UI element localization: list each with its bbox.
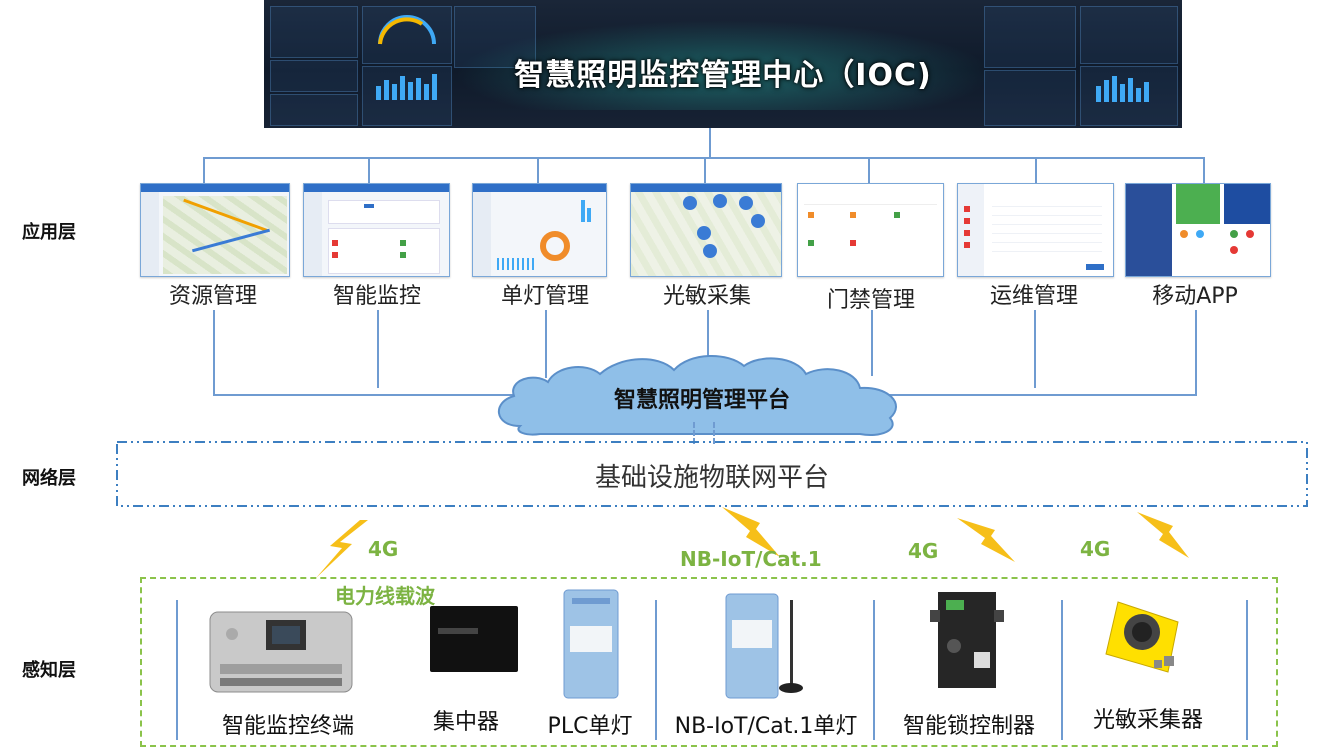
- light-sensor-collector-image: [1105, 601, 1179, 673]
- bar-chart-icon: [1096, 76, 1149, 102]
- device-label-plc: PLC单灯: [547, 714, 633, 739]
- concentrator-image: [430, 606, 518, 672]
- app-label-access: 门禁管理: [826, 288, 916, 313]
- lightning-icon: [1137, 512, 1189, 558]
- lightning-icon: [722, 507, 780, 557]
- network-platform-box: 基础设施物联网平台: [116, 441, 1308, 507]
- device-label-terminal: 智能监控终端: [221, 714, 355, 739]
- link-label-4g-mid: 4G: [908, 539, 939, 563]
- layer-label-application: 应用层: [22, 222, 76, 243]
- app-label-light-sensor: 光敏采集: [662, 284, 752, 309]
- app-thumbnail-maintenance: [957, 183, 1114, 277]
- link-label-4g-left: 4G: [368, 537, 399, 561]
- app-label-single-lamp: 单灯管理: [500, 284, 590, 309]
- link-label-plc: 电力线载波: [335, 584, 435, 608]
- monitoring-terminal-image: [209, 611, 353, 693]
- app-thumbnail-monitoring: [303, 183, 450, 277]
- bar-chart-icon: [376, 74, 437, 100]
- app-label-maintenance: 运维管理: [989, 284, 1079, 309]
- lightning-icon: [316, 520, 368, 578]
- layer-label-network: 网络层: [22, 468, 76, 489]
- platform-label: 智慧照明管理平台: [613, 388, 790, 413]
- perception-area: [140, 577, 1278, 747]
- device-label-lock: 智能锁控制器: [902, 714, 1036, 739]
- ioc-dashboard-screenshot: 智慧照明监控管理中心（IOC): [264, 0, 1182, 128]
- link-label-nbiot: NB-IoT/Cat.1: [680, 547, 822, 571]
- app-thumbnail-single-lamp: [472, 183, 607, 277]
- device-label-concentrator: 集中器: [432, 710, 500, 735]
- lightning-icon: [957, 518, 1015, 562]
- app-thumbnail-light-sensor: [630, 183, 782, 277]
- network-platform-label: 基础设施物联网平台: [594, 463, 829, 493]
- app-label-monitoring: 智能监控: [332, 284, 422, 309]
- device-label-light-sensor: 光敏采集器: [1092, 708, 1204, 733]
- plc-lamp-image: [563, 589, 619, 699]
- nbiot-lamp-image: [725, 593, 803, 699]
- app-thumbnail-access: [797, 183, 944, 277]
- app-label-mobile: 移动APP: [1152, 284, 1238, 309]
- ioc-title: 智慧照明监控管理中心（IOC): [514, 58, 932, 93]
- gauge-icon: [378, 15, 436, 45]
- app-label-resource: 资源管理: [168, 284, 258, 309]
- platform-cloud: 智慧照明管理平台: [490, 352, 914, 440]
- device-label-nbiot: NB-IoT/Cat.1单灯: [674, 714, 858, 739]
- app-thumbnail-resource: [140, 183, 290, 277]
- layer-label-perception: 感知层: [22, 660, 76, 681]
- app-thumbnail-mobile: [1125, 183, 1271, 277]
- lock-controller-image: [930, 592, 1004, 688]
- link-label-4g-right: 4G: [1080, 537, 1111, 561]
